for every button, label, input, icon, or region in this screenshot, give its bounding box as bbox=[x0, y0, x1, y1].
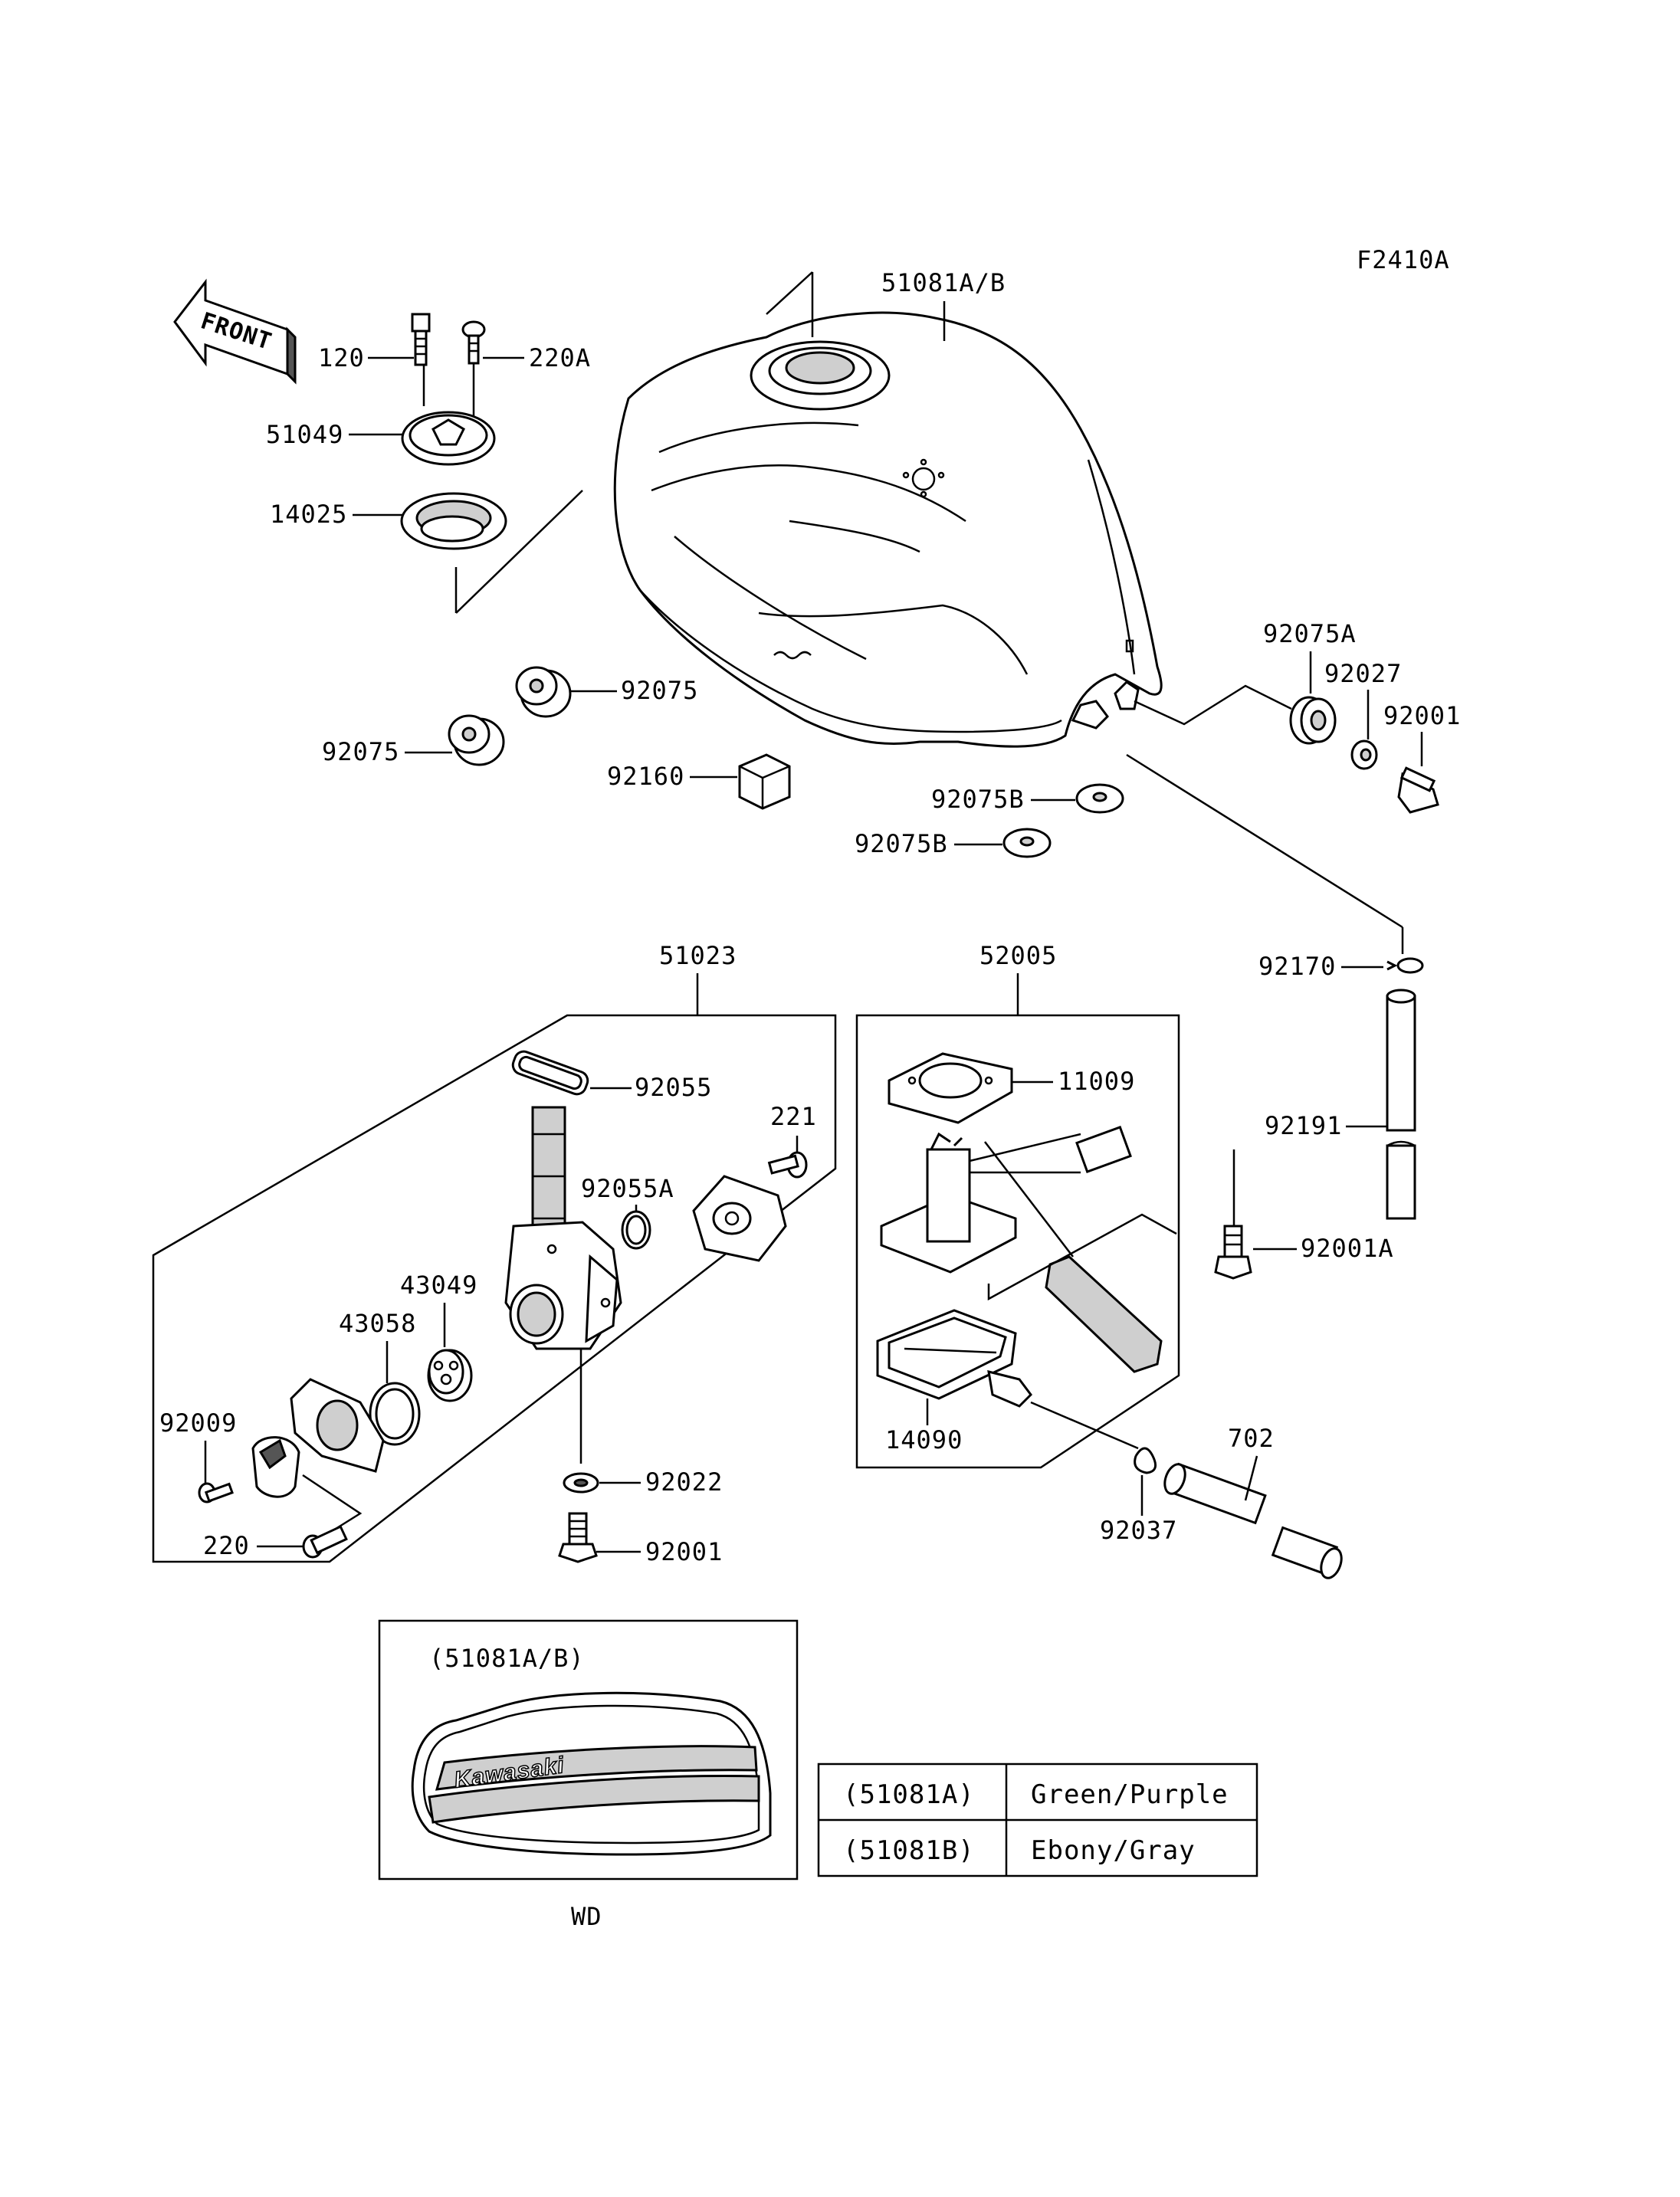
clip-92170 bbox=[1386, 957, 1424, 974]
label-92075A: 92075A bbox=[1263, 619, 1357, 648]
label-51049: 51049 bbox=[266, 420, 343, 449]
damper-92075-upper bbox=[515, 666, 572, 718]
label-221: 221 bbox=[770, 1102, 817, 1131]
label-92075B-b: 92075B bbox=[855, 829, 948, 858]
inset-frame bbox=[378, 1619, 799, 1881]
table-row-code: (51081B) bbox=[843, 1835, 975, 1866]
screw-221 bbox=[767, 1151, 808, 1179]
label-43049: 43049 bbox=[400, 1271, 477, 1300]
label-92055A: 92055A bbox=[581, 1174, 674, 1203]
label-92055: 92055 bbox=[635, 1073, 712, 1102]
label-51081AB: 51081A/B bbox=[881, 268, 1006, 297]
grommet-92075A bbox=[1289, 696, 1337, 745]
screw-92009 bbox=[198, 1482, 234, 1503]
label-11009: 11009 bbox=[1058, 1067, 1135, 1096]
cap-plate-51049 bbox=[401, 411, 496, 466]
label-702: 702 bbox=[1228, 1424, 1275, 1453]
group-outline-52005 bbox=[855, 1014, 1180, 1469]
inset-caption: WD bbox=[571, 1902, 602, 1931]
front-arrow-icon: FRONT bbox=[173, 278, 297, 385]
damper-92075-lower bbox=[448, 714, 505, 766]
label-120: 120 bbox=[318, 343, 365, 372]
label-92001-top: 92001 bbox=[1383, 701, 1461, 730]
block-92160 bbox=[738, 753, 791, 810]
fuel-tank-51081AB bbox=[613, 311, 1163, 748]
label-52005: 52005 bbox=[979, 941, 1057, 970]
bolt-92001-top bbox=[1397, 766, 1439, 814]
label-43058: 43058 bbox=[339, 1309, 416, 1338]
color-table: (51081A) Green/Purple (51081B) Ebony/Gra… bbox=[817, 1763, 1258, 1877]
knob bbox=[251, 1436, 300, 1498]
gasket-14025 bbox=[400, 492, 507, 550]
label-92001A: 92001A bbox=[1301, 1234, 1394, 1263]
filter-14090 bbox=[876, 1309, 1032, 1408]
label-92001-bottom: 92001 bbox=[645, 1537, 723, 1566]
label-92009: 92009 bbox=[159, 1408, 237, 1438]
clip-92037 bbox=[1134, 1447, 1157, 1474]
label-92191: 92191 bbox=[1265, 1111, 1342, 1140]
table-row-color: Green/Purple bbox=[1031, 1779, 1229, 1810]
plate-gasket bbox=[290, 1378, 385, 1473]
bolt-92001A bbox=[1214, 1225, 1252, 1280]
table-row-code: (51081A) bbox=[843, 1779, 975, 1810]
figure-code: F2410A bbox=[1357, 245, 1450, 274]
label-220A: 220A bbox=[529, 343, 591, 372]
label-92075-b: 92075 bbox=[322, 737, 399, 766]
lever-43049 bbox=[427, 1349, 473, 1402]
label-92037: 92037 bbox=[1100, 1516, 1177, 1545]
inset-title: (51081A/B) bbox=[429, 1644, 585, 1673]
screw-220 bbox=[302, 1525, 348, 1559]
damper-92075B-lower bbox=[1002, 828, 1052, 858]
table-row-color: Ebony/Gray bbox=[1031, 1835, 1196, 1866]
label-14025: 14025 bbox=[270, 500, 347, 529]
label-51023: 51023 bbox=[659, 941, 737, 970]
label-92170: 92170 bbox=[1258, 952, 1336, 981]
cover-plate bbox=[692, 1175, 787, 1262]
screw-220A bbox=[461, 320, 486, 365]
group-outline-51023 bbox=[152, 1014, 837, 1563]
label-92075B-a: 92075B bbox=[931, 785, 1025, 814]
label-92027: 92027 bbox=[1324, 659, 1402, 688]
o-ring-43058 bbox=[369, 1382, 421, 1446]
label-92160: 92160 bbox=[607, 762, 684, 791]
label-92022: 92022 bbox=[645, 1467, 723, 1497]
collar-92027 bbox=[1350, 739, 1378, 770]
label-220: 220 bbox=[203, 1531, 250, 1560]
o-ring-92055A bbox=[621, 1210, 651, 1250]
bolt-120 bbox=[411, 313, 431, 366]
tank-side-panel bbox=[411, 1691, 772, 1856]
label-14090: 14090 bbox=[885, 1425, 963, 1454]
hose-702 bbox=[1163, 1462, 1343, 1579]
washer-92022 bbox=[563, 1472, 599, 1494]
hose-92191 bbox=[1386, 989, 1416, 1220]
damper-92075B-upper bbox=[1075, 783, 1124, 814]
gasket-11009 bbox=[888, 1052, 1013, 1124]
label-92075-a: 92075 bbox=[621, 676, 698, 705]
fuel-cock-body bbox=[504, 1106, 622, 1350]
bolt-92001-bottom bbox=[558, 1512, 598, 1563]
o-ring-92055 bbox=[511, 1050, 589, 1096]
sender-unit bbox=[880, 1126, 1163, 1373]
